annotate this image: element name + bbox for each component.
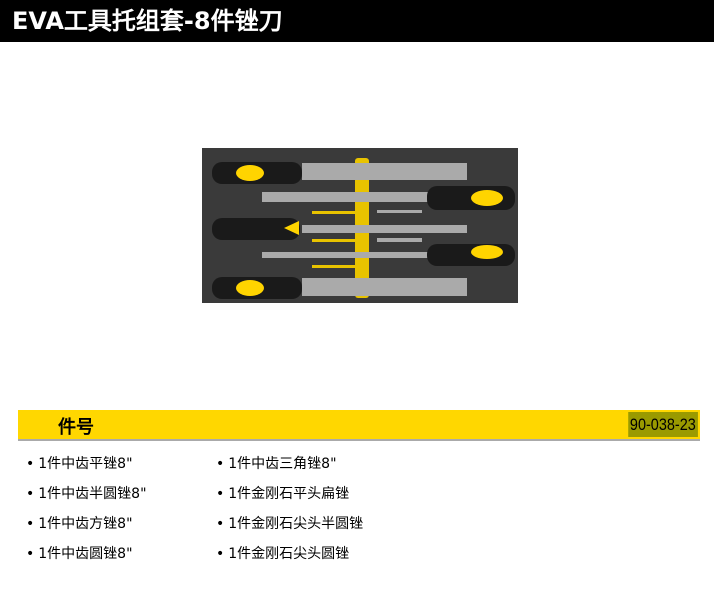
part-number-label: 件号 [58, 417, 94, 438]
list-item: 1件中齿方锉8" [26, 512, 147, 542]
list-item: 1件中齿三角锉8" [216, 452, 363, 482]
list-item: 1件中齿半圆锉8" [26, 482, 146, 512]
contents-list-left: 1件中齿平锉8" 1件中齿半圆锉8" 1件中齿方锉8" 1件中齿圆锉8" [26, 452, 147, 572]
product-image [202, 148, 518, 303]
title-bar: EVA工具托组套-8件锉刀 [0, 0, 714, 42]
list-item: 1件金刚石尖头半圆锉 [216, 512, 363, 542]
page-title: EVA工具托组套-8件锉刀 [12, 7, 283, 35]
list-item: 1件金刚石平头扁锉 [216, 482, 363, 512]
contents-list-right: 1件中齿三角锉8" 1件金刚石平头扁锉 1件金刚石尖头半圆锉 1件金刚石尖头圆锉 [216, 452, 363, 572]
list-item: 1件金刚石尖头圆锉 [216, 542, 363, 572]
list-item: 1件中齿平锉8" [26, 452, 147, 482]
part-number-value: 90-038-23 [628, 412, 698, 437]
part-number-bar: 件号 90-038-23 [18, 410, 700, 441]
list-item: 1件中齿圆锉8" [26, 542, 147, 572]
